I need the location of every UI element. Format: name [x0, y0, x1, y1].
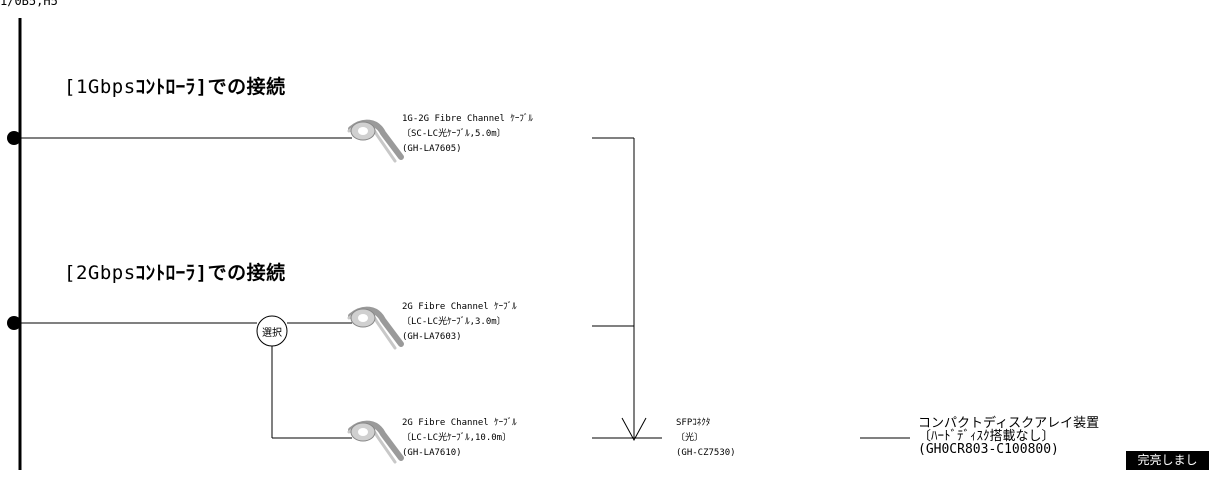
cable-name: 2G Fibre Channel ｹｰﾌﾞﾙ	[402, 418, 517, 428]
connector-name: SFPｺﾈｸﾀ	[676, 418, 711, 428]
cable-name: 2G Fibre Channel ｹｰﾌﾞﾙ	[402, 302, 517, 312]
cable-icon	[347, 119, 404, 163]
select-label: 選択	[262, 328, 282, 339]
cable-spec: 〔LC-LC光ｹｰﾌﾞﾙ,3.0m〕	[402, 317, 506, 327]
section-suffix: ]での接続	[195, 262, 286, 284]
section-controller-word: ｺﾝﾄﾛｰﾗ	[135, 76, 196, 98]
section-prefix: [1Gbps	[64, 76, 136, 98]
cable-model: (GH-LA7610)	[402, 448, 462, 458]
device-spec: 〔ﾊｰﾄﾞﾃﾞｨｽｸ搭載なし〕	[918, 429, 1055, 444]
status-bar: 完亮しました。	[1126, 451, 1209, 486]
connector-spec: 〔光〕	[676, 433, 704, 443]
section-prefix: [2Gbps	[64, 262, 136, 284]
connection-diagram	[7, 18, 910, 470]
cable-model: (GH-LA7605)	[402, 144, 462, 154]
section-controller-word: ｺﾝﾄﾛｰﾗ	[135, 262, 196, 284]
cable-icon	[347, 420, 404, 464]
device-label: コンパクトディスクアレイ装置 〔ﾊｰﾄﾞﾃﾞｨｽｸ搭載なし〕 (GH0CR803…	[918, 417, 1099, 456]
cable-label-2g-3m: 2G Fibre Channel ｹｰﾌﾞﾙ 〔LC-LC光ｹｰﾌﾞﾙ,3.0m…	[402, 300, 517, 345]
cable-spec: 〔SC-LC光ｹｰﾌﾞﾙ,5.0m〕	[402, 129, 506, 139]
cable-label-1g: 1G-2G Fibre Channel ｹｰﾌﾞﾙ 〔SC-LC光ｹｰﾌﾞﾙ,5…	[402, 112, 533, 157]
connector-model: (GH-CZ7530)	[676, 448, 736, 458]
section-title-2g: [2Gbpsｺﾝﾄﾛｰﾗ]での接続	[64, 258, 286, 285]
cable-icon	[347, 306, 404, 350]
cable-spec: 〔LC-LC光ｹｰﾌﾞﾙ,10.0m〕	[402, 433, 512, 443]
arrow-head	[621, 417, 647, 442]
cable-label-2g-10m: 2G Fibre Channel ｹｰﾌﾞﾙ 〔LC-LC光ｹｰﾌﾞﾙ,10.0…	[402, 416, 517, 461]
top-label: 1/0B5,H5	[0, 0, 58, 8]
connector-label: SFPｺﾈｸﾀ 〔光〕 (GH-CZ7530)	[676, 416, 736, 461]
cable-name: 1G-2G Fibre Channel ｹｰﾌﾞﾙ	[402, 114, 533, 124]
cable-model: (GH-LA7603)	[402, 332, 462, 342]
section-suffix: ]での接続	[195, 76, 286, 98]
device-model: (GH0CR803-C100800)	[918, 442, 1059, 457]
section-title-1g: [1Gbpsｺﾝﾄﾛｰﾗ]での接続	[64, 72, 286, 99]
device-name: コンパクトディスクアレイ装置	[918, 416, 1100, 431]
